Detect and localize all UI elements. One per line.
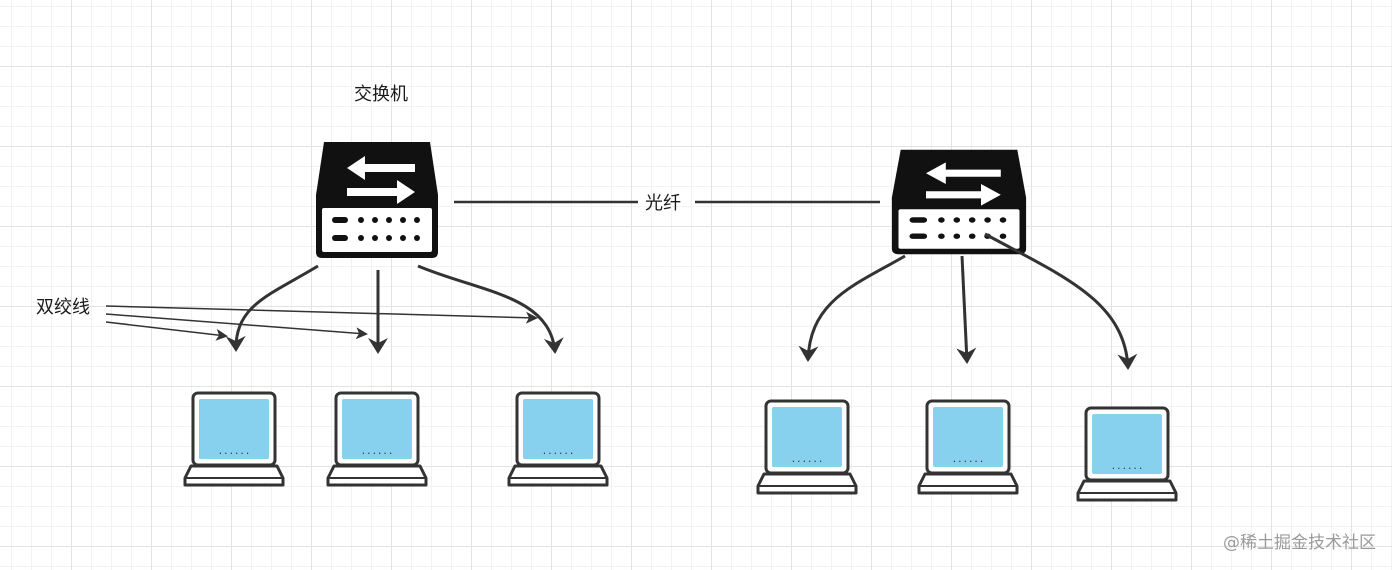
laptop-right-2: ...... <box>917 399 1019 495</box>
laptop-screen-text: ...... <box>1111 462 1144 472</box>
cable-right-3 <box>984 232 1138 370</box>
laptop-right-3: ...... <box>1076 406 1178 502</box>
cable-left-1 <box>225 264 319 352</box>
cable-left-3 <box>417 264 564 354</box>
laptop-screen-text: ...... <box>361 447 394 457</box>
switch-label: 交换机 <box>354 84 408 105</box>
twisted-pair-pointer-3 <box>105 305 538 324</box>
twisted-pair-pointer-2 <box>105 313 368 340</box>
laptop-screen-text: ...... <box>952 455 985 465</box>
laptop-left-1: ...... <box>183 391 285 487</box>
cable-right-1 <box>798 254 906 362</box>
twisted-pair-pointer-1 <box>105 321 228 341</box>
laptop-left-2: ...... <box>326 391 428 487</box>
laptop-screen-text: ...... <box>218 447 251 457</box>
watermark-text: @稀土掘金技术社区 <box>1223 533 1376 553</box>
laptop-left-3: ...... <box>507 391 609 487</box>
laptop-right-1: ...... <box>756 399 858 495</box>
laptop-screen-text: ...... <box>791 455 824 465</box>
fiber-label: 光纤 <box>645 193 681 214</box>
switch-right <box>891 149 1027 255</box>
twisted-pair-label: 双绞线 <box>36 297 90 318</box>
laptop-screen-text: ...... <box>542 447 575 457</box>
switch-left <box>316 142 438 258</box>
cable-right-2 <box>956 255 977 364</box>
